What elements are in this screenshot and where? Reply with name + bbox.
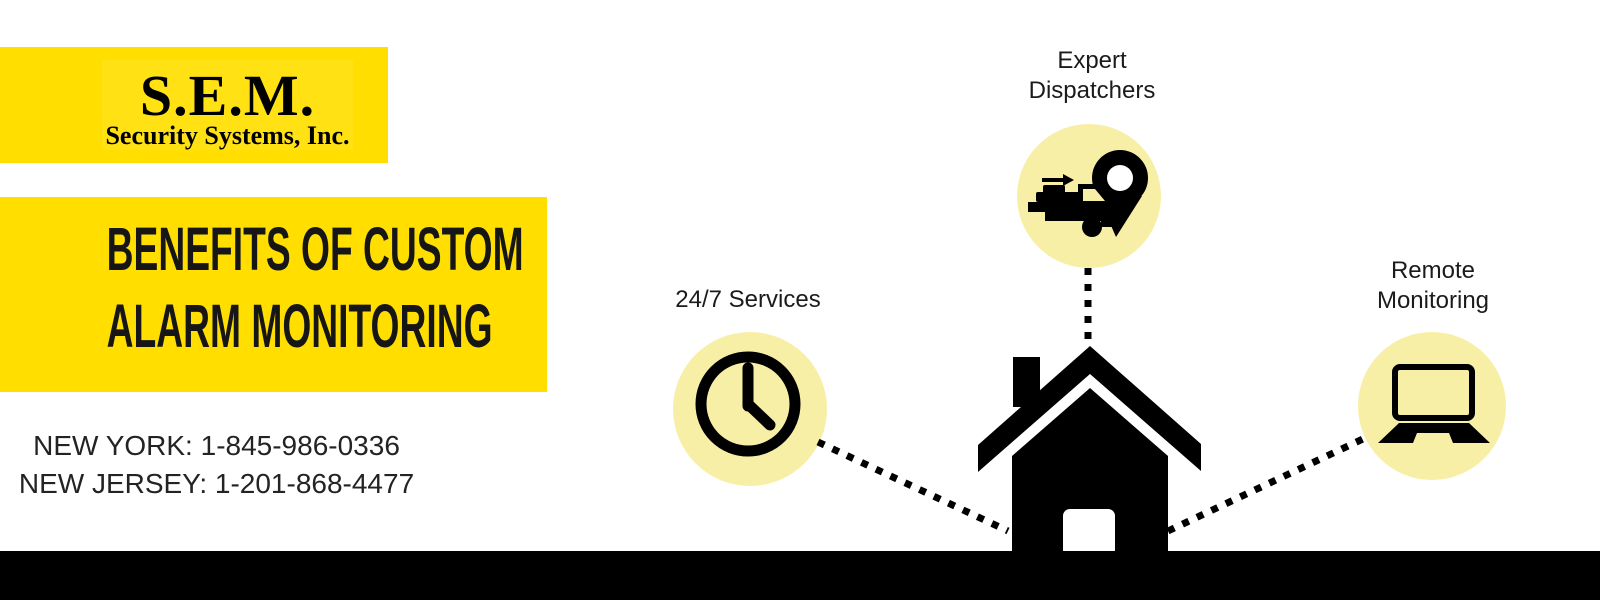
- feature-circle-dispatchers: [1017, 124, 1161, 268]
- brand-tagline: Security Systems, Inc.: [105, 121, 350, 150]
- dotted-connector-left: [816, 438, 1010, 535]
- feature-circle-services: [673, 332, 827, 486]
- bottom-bar: [0, 551, 1600, 600]
- brand-logo-box: S.E.M. Security Systems, Inc.: [0, 47, 388, 163]
- house-icon: [978, 346, 1201, 560]
- clock-icon: [695, 351, 801, 457]
- headline-box: BENEFITS OF CUSTOM ALARM MONITORING: [0, 197, 547, 392]
- feature-label-services: 24/7 Services: [675, 286, 821, 313]
- laptop-icon: [1378, 364, 1490, 443]
- tow-truck-location-pin-icon: [1028, 150, 1148, 237]
- brand-name: S.E.M.: [139, 63, 316, 128]
- phone-new-york: NEW YORK: 1-845-986-0336: [33, 430, 400, 461]
- contact-block: NEW YORK: 1-845-986-0336 NEW JERSEY: 1-2…: [0, 427, 433, 503]
- phone-new-jersey: NEW JERSEY: 1-201-868-4477: [18, 468, 415, 499]
- headline-line-2: ALARM MONITORING: [106, 292, 493, 360]
- feature-circle-monitoring: [1358, 332, 1506, 480]
- feature-label-dispatchers: Expert Dispatchers: [1028, 47, 1156, 104]
- feature-label-monitoring: Remote Monitoring: [1376, 257, 1490, 314]
- brand-logo: S.E.M. Security Systems, Inc.: [102, 60, 353, 150]
- dotted-connector-right: [1166, 434, 1367, 535]
